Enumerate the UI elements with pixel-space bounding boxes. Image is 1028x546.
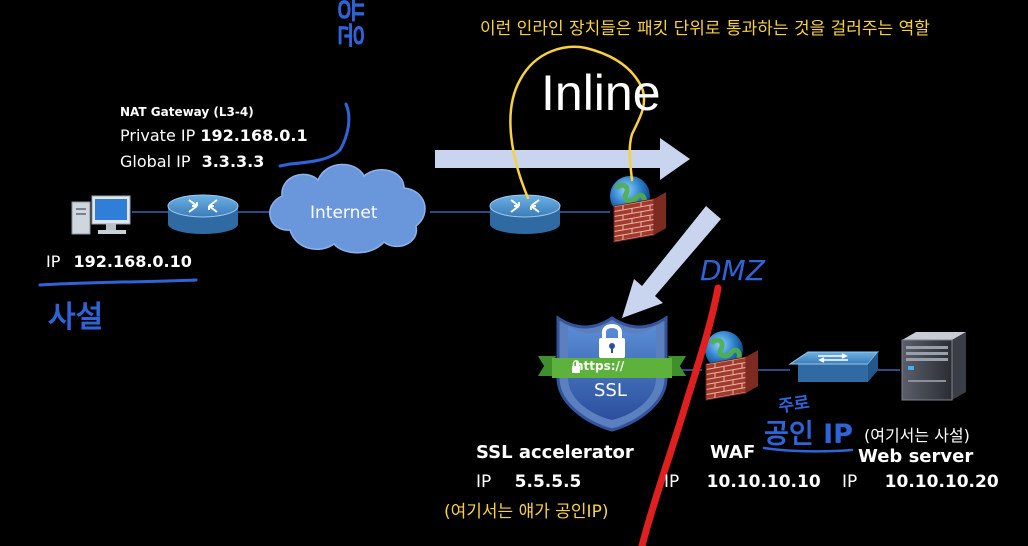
waf-ip-line: IP 10.10.10.10 [664, 472, 821, 492]
nat-private-value: 192.168.0.1 [200, 126, 308, 145]
ssl-badge-text: https:// [575, 359, 625, 373]
client-ip-label: IP [46, 252, 61, 271]
gongyugi-label: 공유기 [330, 0, 370, 48]
ssl-public-note: (여기서는 얘가 공인IP) [444, 502, 609, 522]
yellow-inline-annotation-curve [509, 45, 646, 200]
inline-device-note: 이런 인라인 장치들은 패킷 단위로 통과하는 것을 걸러주는 역할 [480, 19, 930, 39]
inline-title: Inline [541, 65, 661, 121]
ssl-shield-icon [538, 315, 686, 432]
switch-icon [788, 351, 880, 382]
router-icon [167, 194, 239, 234]
client-ip-value: 192.168.0.10 [73, 252, 192, 271]
inline-arrow [435, 138, 690, 180]
dmz-boundary-line [638, 284, 722, 546]
web-name: Web server [858, 446, 974, 467]
blue-gongin-ip-underline [762, 446, 854, 453]
router-icon [489, 194, 561, 234]
nat-global-value: 3.3.3.3 [201, 152, 265, 171]
client-ip-line: IP 192.168.0.10 [46, 252, 192, 271]
ssl-name: SSL accelerator [476, 442, 634, 463]
web-ip-value: 10.10.10.20 [884, 472, 999, 492]
web-private-note: (여기서는 사설) [864, 426, 970, 445]
web-server-icon [901, 332, 966, 401]
nat-global-label: Global IP [120, 152, 191, 171]
waf-ip-value: 10.10.10.10 [706, 472, 821, 492]
gongin-ip-label: 공인 IP [764, 419, 853, 450]
blue-gongyugi-stroke [278, 102, 351, 168]
nat-private-line: Private IP 192.168.0.1 [120, 126, 308, 145]
nat-global-line: Global IP 3.3.3.3 [120, 152, 264, 171]
waf-firewall-icon [705, 331, 758, 401]
blue-client-underline [38, 278, 198, 287]
ssl-shield-text: SSL [594, 380, 627, 401]
saseol-label: 사설 [48, 300, 104, 335]
ssl-ip-value: 5.5.5.5 [514, 472, 582, 492]
nat-title: NAT Gateway (L3-4) [120, 105, 254, 119]
web-ip-label: IP [842, 472, 858, 492]
internet-label: Internet [310, 203, 378, 223]
internet-cloud-icon [269, 163, 426, 254]
dmz-label: DMZ [700, 254, 765, 287]
waf-ip-label: IP [664, 472, 680, 492]
client-pc-icon [71, 195, 131, 235]
ssl-ip-line: IP 5.5.5.5 [476, 472, 581, 492]
network-cables [132, 211, 900, 371]
web-ip-line: IP 10.10.10.20 [842, 472, 999, 492]
dmz-arrow [622, 206, 721, 318]
nat-private-label: Private IP [120, 126, 196, 145]
ssl-ip-label: IP [476, 472, 492, 492]
waf-name: WAF [710, 442, 756, 463]
gongyugi-text: 공유기 [335, 0, 368, 48]
firewall-icon [610, 176, 666, 243]
